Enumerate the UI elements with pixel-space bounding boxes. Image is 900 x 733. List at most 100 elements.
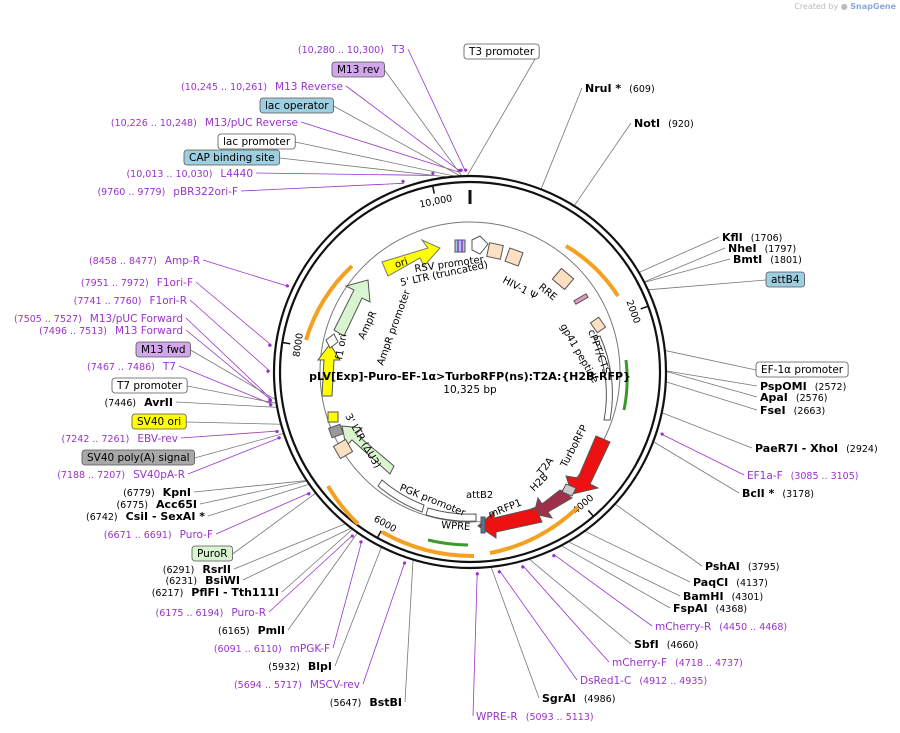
primer-position: (7741 .. 7760) xyxy=(74,296,142,307)
primer-name: L4440 xyxy=(220,168,253,180)
enzyme-name: PflFI - Tth111I xyxy=(191,586,279,599)
feature-box xyxy=(191,545,234,562)
credit-brand: SnapGene xyxy=(850,2,896,11)
orange-arrow-4 xyxy=(326,484,360,526)
enzyme-position: (1706) xyxy=(751,233,783,244)
psi-feature xyxy=(504,247,524,267)
lac-features xyxy=(454,239,466,253)
primer-name: Puro-F xyxy=(180,529,213,541)
enzyme-leader xyxy=(540,87,583,190)
enzyme-position: (2576) xyxy=(796,393,828,404)
enzyme-label: (6742)CsiI - SexAI * xyxy=(86,510,205,523)
primer-leader xyxy=(362,561,406,685)
enzyme-position: (3178) xyxy=(782,489,814,500)
feature-box-label: M13 rev xyxy=(337,64,380,76)
feature-box xyxy=(765,271,805,288)
primer-leader xyxy=(189,299,271,372)
primer-name: M13 Reverse xyxy=(275,81,343,93)
plasmid-name: pLV[Exp]-Puro-EF-1α>TurboRFP(ns):T2A:{H2… xyxy=(309,370,631,383)
primer-site-mark xyxy=(497,570,501,574)
enzyme-label: NruI *(609) xyxy=(585,82,655,95)
feature-leader xyxy=(279,157,450,178)
feature-shapes xyxy=(317,235,613,539)
primer-site-mark xyxy=(401,179,405,184)
enzyme-position: (6742) xyxy=(86,512,118,523)
primer-leader xyxy=(521,564,610,663)
feature-box-label: SV40 ori xyxy=(137,416,181,428)
primer-position: (3085 .. 3105) xyxy=(791,471,859,482)
enzyme-label: BmtI (1801) xyxy=(733,253,802,266)
snapgene-credit: Created by ● SnapGene xyxy=(794,2,896,11)
orange-arrow-1 xyxy=(564,244,620,298)
primer-leader xyxy=(552,553,653,627)
feature-box xyxy=(111,377,188,394)
enzyme-name: ApaI xyxy=(760,391,788,404)
feature-box-label: attB4 xyxy=(771,274,800,286)
feature-box xyxy=(463,43,540,60)
enzyme-name: FseI xyxy=(760,404,786,417)
primer-leader xyxy=(187,436,282,475)
ori-feature xyxy=(381,238,441,277)
enzyme-leader xyxy=(242,527,352,581)
enzyme-position: (2924) xyxy=(846,444,878,455)
inner-label-attb2: attB2 xyxy=(466,490,493,501)
primer-site-mark xyxy=(266,369,270,373)
primer-label: (10,013 .. 10,030)L4440 xyxy=(126,168,253,180)
enzyme-name: NruI * xyxy=(585,82,621,95)
primer-site-mark xyxy=(359,540,363,544)
enzyme-leader xyxy=(661,412,753,449)
primer-leader xyxy=(268,534,354,613)
primer-leader xyxy=(178,365,273,405)
enzyme-label: SgrAI(4986) xyxy=(542,692,615,705)
enzyme-name: AvrII xyxy=(144,396,173,409)
primer-position: (7188 .. 7207) xyxy=(57,470,125,481)
enzyme-label: PaqCI(4137) xyxy=(693,576,768,589)
enzyme-name: BamHI xyxy=(683,590,724,603)
primer-site-mark xyxy=(269,403,273,407)
primer-label: (6671 .. 6691) Puro-F xyxy=(104,529,213,541)
primer-name: Puro-R xyxy=(231,607,266,619)
feature-leader xyxy=(384,69,463,177)
ltr-feature xyxy=(486,242,504,260)
sv40ori-feature xyxy=(327,411,339,423)
feature-box xyxy=(755,361,849,378)
enzyme-position: (6775) xyxy=(116,500,148,511)
primer-label: (7467 .. 7486)T7 xyxy=(87,361,176,373)
feature-box xyxy=(259,97,335,114)
enzyme-position: (1801) xyxy=(770,255,802,266)
enzyme-label: PaeR7I - XhoI(2924) xyxy=(755,442,878,455)
feature-box xyxy=(217,133,296,150)
feature-leader xyxy=(664,350,757,371)
enzyme-position: (920) xyxy=(668,119,694,130)
primer-position: (10,280 .. 10,300) xyxy=(298,45,384,56)
enzyme-label: (6291)RsrII xyxy=(163,563,231,576)
enzyme-label: (6217)PflFI - Tth111I xyxy=(152,586,279,599)
enzyme-leader xyxy=(643,247,726,283)
enzyme-name: BmtI xyxy=(733,253,762,266)
enzyme-label: PshAI(3795) xyxy=(705,560,779,573)
primer-site-mark xyxy=(521,565,525,569)
primer-label: (7188 .. 7207)SV40pA-R xyxy=(57,469,185,481)
enzyme-leader xyxy=(281,528,353,593)
orange-arrow-3 xyxy=(381,530,475,559)
feature-leader xyxy=(186,421,282,425)
enzyme-label: FseI(2663) xyxy=(760,404,825,417)
direction-arrows xyxy=(304,244,629,559)
feature-box-label: M13 fwd xyxy=(141,344,186,356)
enzyme-leader xyxy=(233,523,346,570)
primer-label: (9760 .. 9779)pBR322ori-F xyxy=(97,186,238,198)
primer-label: (7505 .. 7527)M13/pUC Forward xyxy=(14,313,183,325)
enzyme-name: NotI xyxy=(634,117,660,130)
primer-leader xyxy=(195,281,273,346)
primer-position: (8458 .. 8477) xyxy=(89,256,157,267)
primer-position: (6671 .. 6691) xyxy=(104,530,172,541)
primer-name: Amp-R xyxy=(165,255,200,267)
primer-label: WPRE-R(5093 .. 5113) xyxy=(476,711,594,723)
enzyme-label: (6165)PmlI xyxy=(218,624,285,637)
primer-label: DsRed1-C(4912 .. 4935) xyxy=(580,675,707,687)
enzyme-name: PspOMI xyxy=(760,380,807,393)
feature-leader xyxy=(232,492,317,555)
enzyme-label: (6779)KpnI xyxy=(123,486,191,499)
primer-name: T7 xyxy=(162,361,176,373)
